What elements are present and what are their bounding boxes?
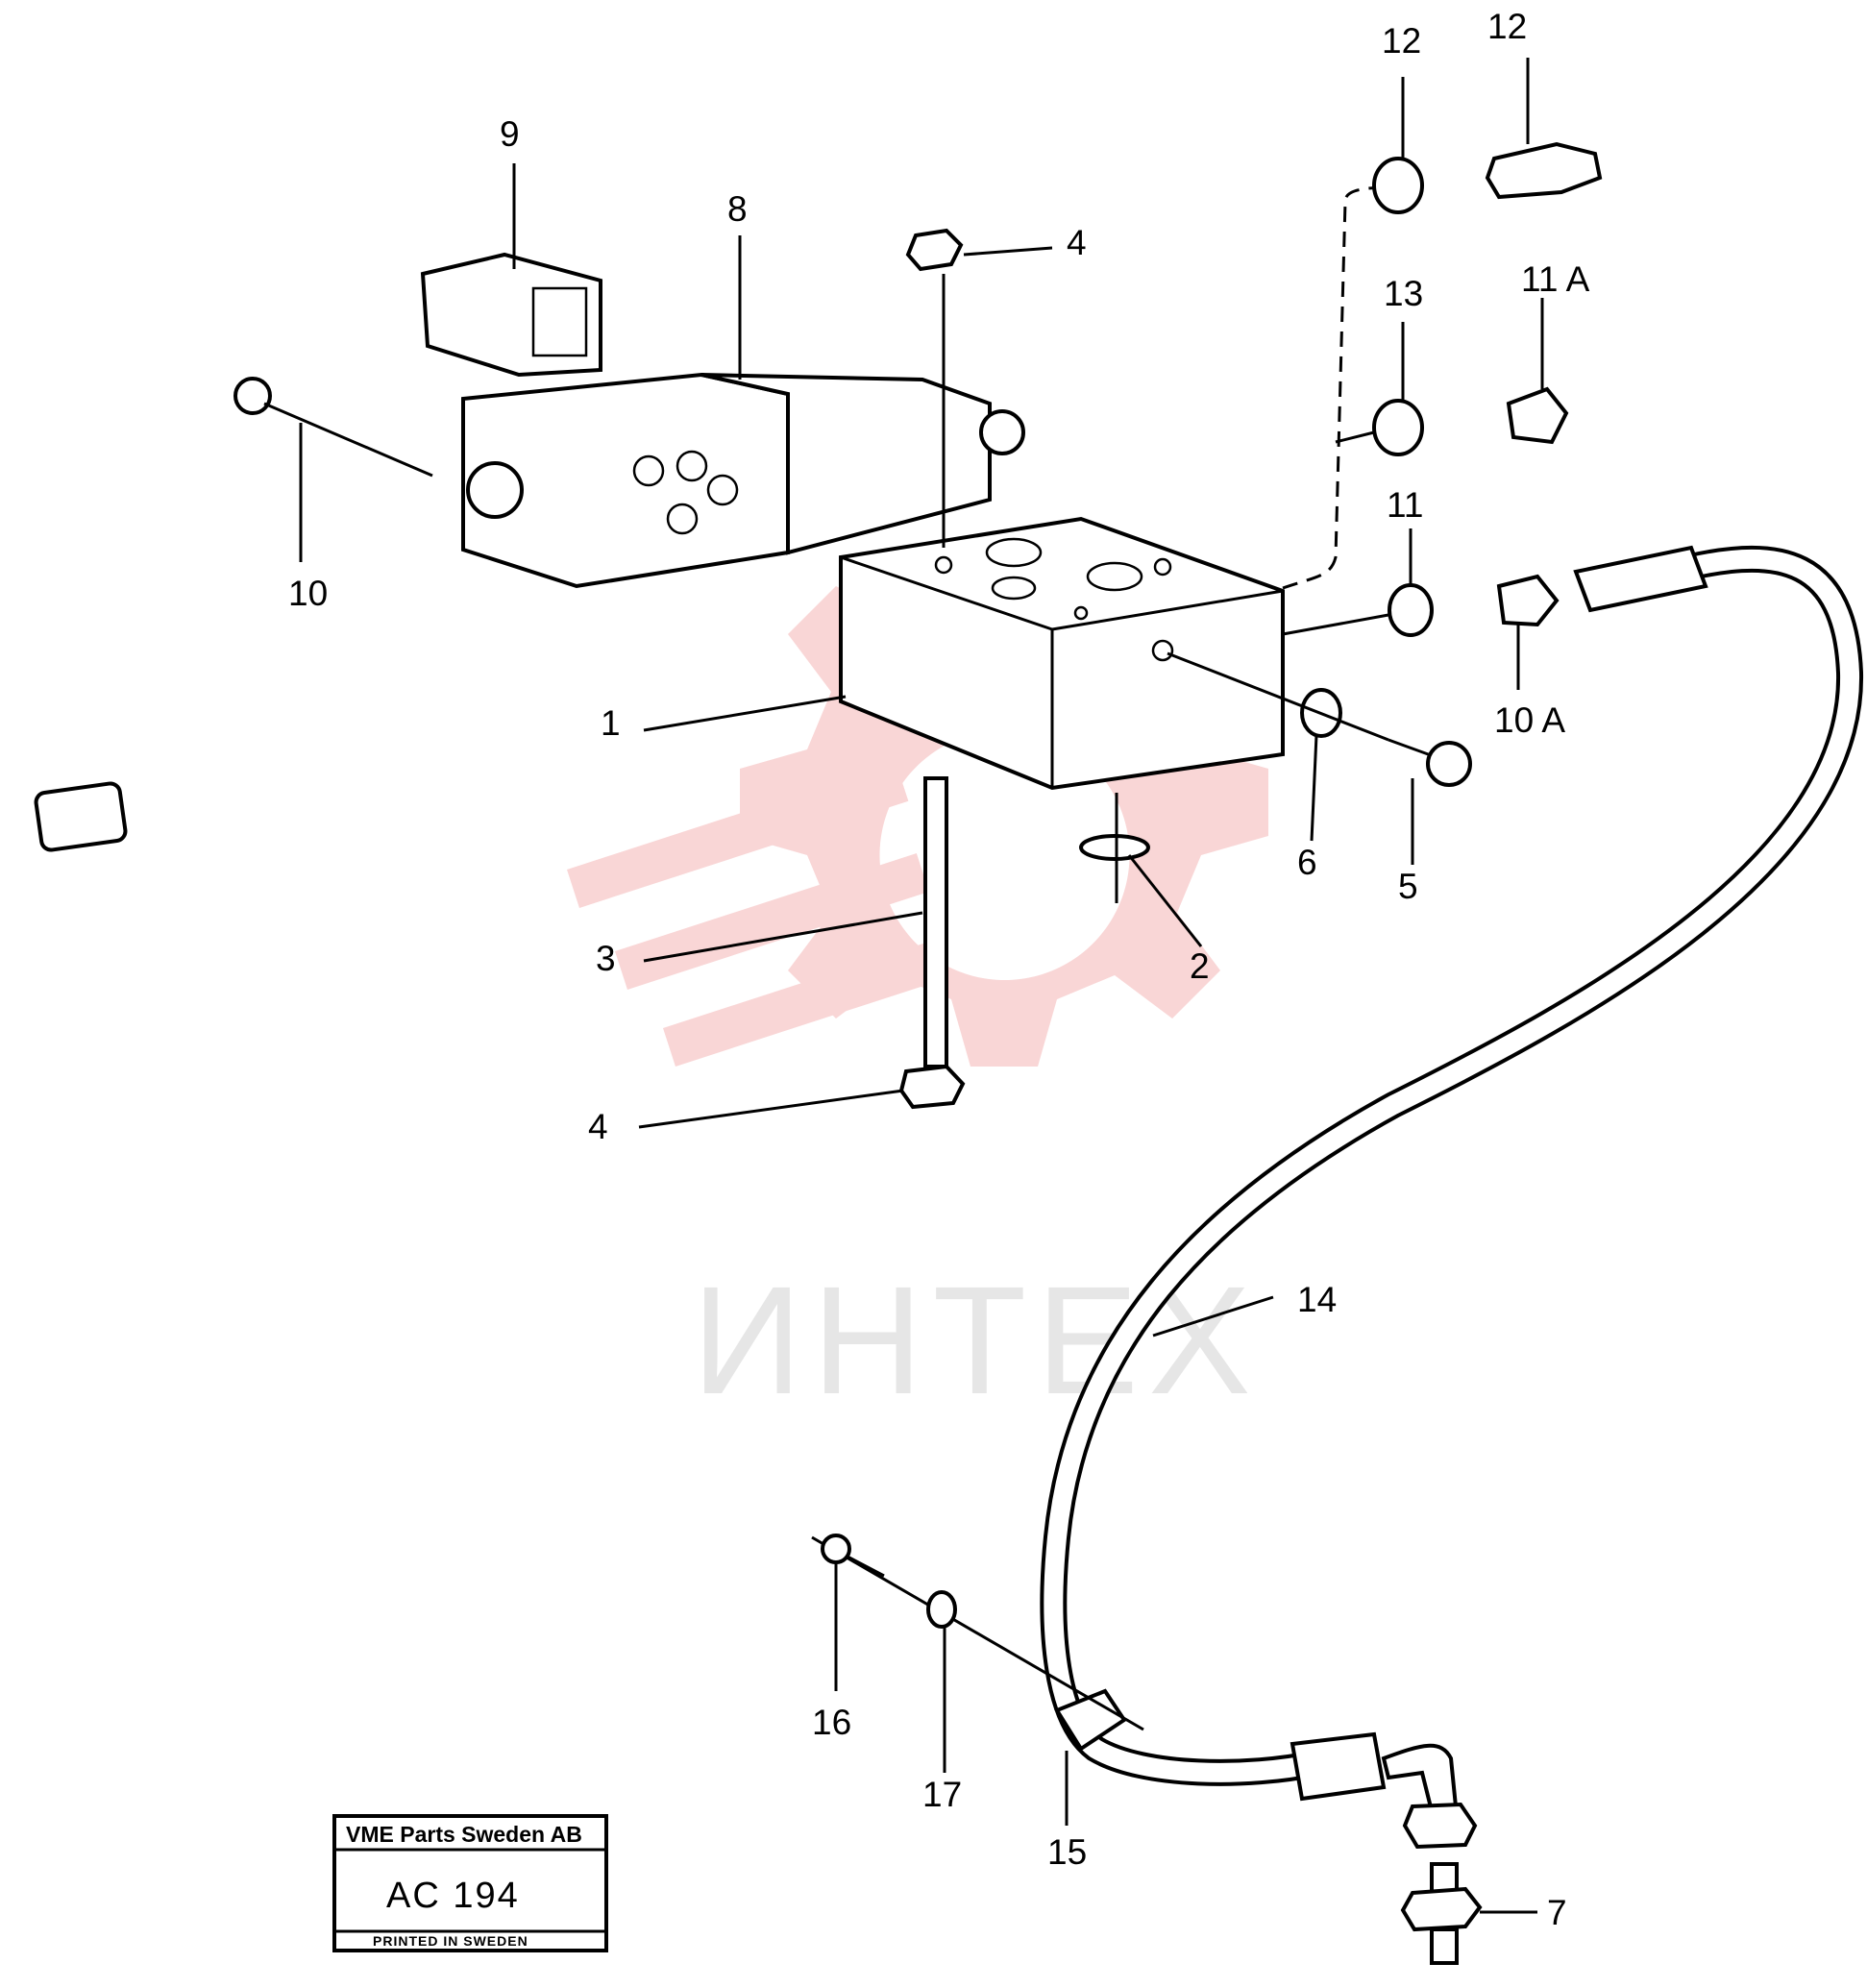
callout-5: 5 bbox=[1398, 867, 1418, 906]
leader-lines bbox=[299, 58, 1544, 1914]
callout-13: 14 bbox=[1297, 1280, 1337, 1319]
nut-4-top bbox=[905, 228, 964, 548]
callout-8: 10 bbox=[288, 574, 328, 613]
clamp-15 bbox=[811, 1535, 1144, 1752]
callout-16: 16 bbox=[812, 1703, 851, 1742]
callout-14: 7 bbox=[1547, 1893, 1567, 1932]
callout-4-bottom: 4 bbox=[588, 1107, 608, 1146]
manifold-block-1 bbox=[839, 516, 1285, 791]
fittings-right bbox=[1282, 141, 1603, 637]
callout-17: 17 bbox=[922, 1775, 962, 1814]
callout-3: 3 bbox=[596, 939, 616, 978]
callout-15: 15 bbox=[1047, 1832, 1087, 1872]
nipple-14 bbox=[1400, 1862, 1483, 1965]
solenoid-valve-7 bbox=[461, 372, 1025, 589]
bolt-5 bbox=[1167, 651, 1472, 787]
stamp-company: VME Parts Sweden AB bbox=[346, 1822, 582, 1847]
callout-11: 11 A bbox=[1521, 259, 1590, 299]
stamp-code: AC 194 bbox=[386, 1876, 520, 1916]
washer-17 bbox=[926, 1590, 957, 1629]
stamp-box: VME Parts Sweden AB AC 194 PRINTED IN SW… bbox=[332, 1814, 608, 1952]
washer-2 bbox=[1079, 793, 1150, 903]
callout-12-top: 12 bbox=[1382, 21, 1421, 61]
callout-10: 10 A bbox=[1494, 700, 1565, 740]
callout-11a: 12 bbox=[1487, 7, 1527, 46]
callout-12-mid: 13 bbox=[1384, 274, 1423, 313]
callout-2: 2 bbox=[1190, 946, 1210, 986]
bolt-8 bbox=[233, 377, 433, 478]
callouts: 9 8 4 10 1 3 2 4 6 5 12 12 13 11 A 11 10… bbox=[288, 7, 1590, 1932]
callout-6: 6 bbox=[1297, 843, 1317, 882]
stamp-footer: PRINTED IN SWEDEN bbox=[373, 1933, 528, 1949]
callout-10a: 11 bbox=[1387, 485, 1423, 525]
callout-1: 1 bbox=[601, 703, 621, 743]
stud-3 bbox=[923, 776, 948, 1068]
hose-13 bbox=[1040, 545, 1864, 1850]
screw-16 bbox=[821, 1534, 885, 1578]
nut-4-bottom bbox=[898, 1064, 966, 1110]
callout-9: 9 bbox=[500, 114, 520, 154]
callout-4-top: 4 bbox=[1067, 223, 1087, 262]
cable-9 bbox=[34, 252, 602, 852]
callout-7: 8 bbox=[727, 189, 748, 229]
